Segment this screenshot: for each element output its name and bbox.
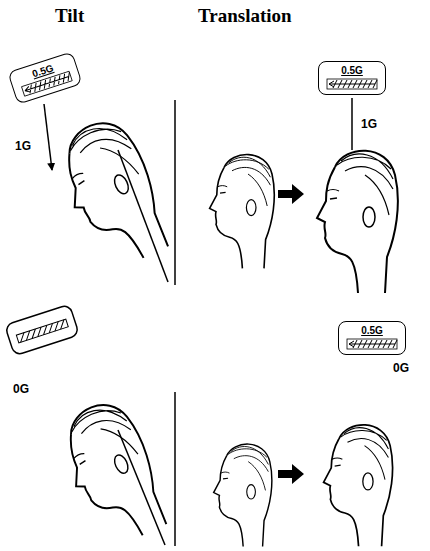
otolith-box: 0.5G <box>318 61 386 95</box>
translation-1g-panel <box>210 98 398 293</box>
gravity-line <box>351 98 353 150</box>
vertical-reference <box>174 392 176 546</box>
head-profile <box>324 425 393 546</box>
motion-arrow <box>278 184 304 204</box>
head-profile <box>317 151 398 293</box>
force-label: 0G <box>12 383 30 395</box>
ghost-head <box>210 155 275 269</box>
otolith-strip <box>345 338 399 350</box>
force-label: 1G <box>360 118 378 130</box>
tilt-0g-panel <box>5 304 178 551</box>
otolith-box: 0.5G <box>7 51 82 104</box>
column-heading: Translation <box>198 6 292 25</box>
vertical-reference <box>174 100 176 285</box>
acceleration-value: 0.5G <box>345 325 399 336</box>
ghost-head <box>214 444 272 546</box>
head-axis <box>118 430 165 545</box>
otolith-strip <box>325 78 379 90</box>
translation-0g-panel <box>214 425 393 547</box>
motion-arrow <box>278 464 304 484</box>
otolith-box: 0.5G <box>338 321 406 355</box>
column-heading: Tilt <box>55 6 84 25</box>
head-profile <box>49 394 178 551</box>
tilt-1g-panel <box>44 100 180 285</box>
otolith-box <box>5 304 80 355</box>
head-axis <box>118 150 168 282</box>
force-label: 0G <box>392 362 410 374</box>
gravity-arrow <box>44 104 52 170</box>
acceleration-value: 0.5G <box>325 65 379 76</box>
acceleration-value: 0.5G <box>15 57 70 84</box>
otolith-strip <box>16 319 68 343</box>
force-label: 1G <box>14 140 32 152</box>
head-profile <box>46 112 179 275</box>
